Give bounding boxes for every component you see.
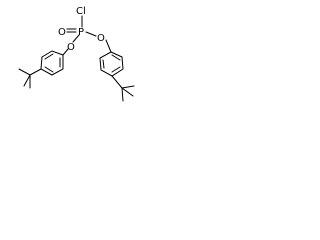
right-ring-db-1 — [111, 54, 121, 61]
atom-o-oxo: O — [58, 27, 66, 38]
left-ring-db-1 — [44, 53, 54, 60]
atom-o-left: O — [67, 42, 75, 53]
bond-o-ring-left — [62, 48, 69, 56]
bond-o-ring-right — [105, 39, 112, 53]
atom-o-right: O — [97, 33, 105, 44]
structure-canvas: Cl P O O O — [0, 0, 164, 113]
left-tbu-me-3 — [23, 74, 31, 87]
atom-cl: Cl — [76, 6, 86, 17]
left-aryl — [18, 48, 69, 89]
right-tbu-bond — [111, 75, 123, 89]
atom-p: P — [78, 27, 84, 38]
phosphoryl-center — [66, 15, 97, 43]
bond-p-o-left — [72, 34, 80, 43]
left-ring-db-2 — [44, 66, 54, 73]
right-tbu-me-3 — [121, 87, 134, 97]
right-ring-db-2 — [111, 66, 121, 73]
right-ring-db-3 — [102, 59, 105, 69]
right-tbu-me-1 — [121, 85, 135, 89]
right-aryl — [99, 39, 135, 102]
bond-p-o-right — [85, 31, 97, 37]
right-tbu-me-2 — [121, 87, 124, 102]
left-tbu-me-1 — [18, 68, 31, 76]
molecule-drawing: Cl P O O O — [18, 6, 135, 102]
left-tbu-bond — [29, 68, 42, 76]
